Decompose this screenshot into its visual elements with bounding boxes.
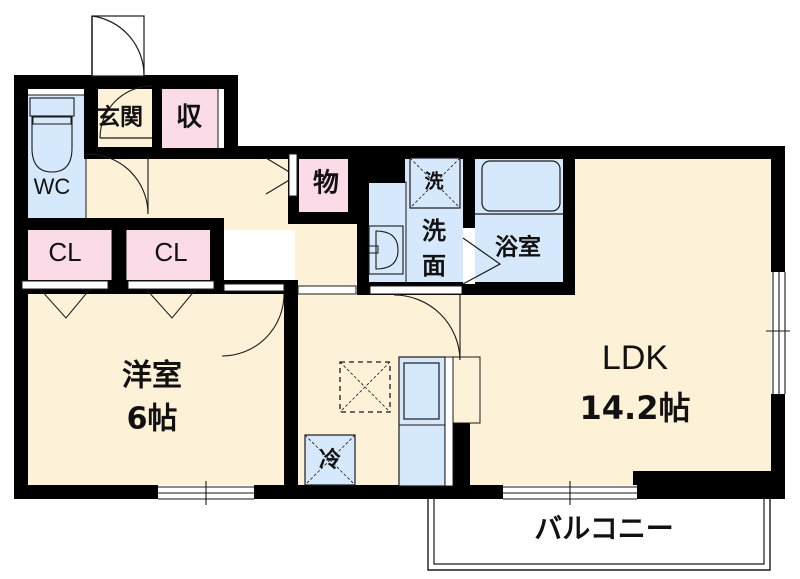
ldk-size-label: 14.2帖 — [580, 389, 691, 427]
wall-top-right — [357, 146, 781, 159]
wall-genkan-step — [84, 147, 156, 159]
closet-1-label: CL — [48, 237, 81, 267]
senmen-label-2: 面 — [422, 252, 446, 280]
balcony-outline — [427, 499, 771, 571]
wall-entry-storage-bottom — [152, 148, 224, 159]
monooki-door-gap — [288, 153, 298, 197]
washroom-door-opening — [369, 285, 463, 295]
kitchen-counter-fixture — [398, 356, 481, 487]
vanity-basin — [375, 230, 399, 270]
genkan-label: 玄関 — [97, 104, 143, 131]
table-box — [339, 361, 391, 413]
monooki-label: 物 — [313, 169, 339, 199]
genkan-hall-door-swing[interactable] — [99, 85, 153, 139]
ldk-label: LDK — [602, 339, 668, 377]
wc-label: WC — [34, 174, 71, 199]
washroom-door-arc — [393, 294, 461, 361]
entrance-door-arc — [91, 15, 145, 77]
closet-2-door-opening — [127, 280, 215, 290]
openings — [21, 15, 790, 505]
hall-door-arc — [87, 153, 149, 215]
wall-bedroom-right — [284, 280, 298, 495]
wall-bath-right — [563, 155, 575, 295]
bath-door-leaf — [462, 237, 502, 285]
entrance-door-swing[interactable] — [91, 15, 145, 77]
toilet-bowl — [31, 115, 73, 173]
refrigerator-slot — [304, 434, 356, 486]
window-right-gap — [771, 272, 785, 394]
bathroom-folding-door[interactable] — [462, 228, 502, 285]
vanity-faucet — [368, 245, 379, 254]
bedroom-floor-fill — [18, 288, 298, 493]
bedroom-door-opening — [223, 283, 285, 292]
storage-door[interactable] — [265, 153, 298, 197]
senmen-label-1: 洗 — [422, 217, 446, 245]
fridge-diagonal-2 — [304, 434, 356, 486]
vanity-sink-fixture — [368, 225, 404, 275]
wall-closet-right — [210, 222, 224, 288]
refrigerator-label: 冷 — [319, 447, 341, 473]
bedroom-door-arc — [221, 293, 285, 357]
balcony-inner-line — [433, 499, 765, 565]
washer-label: 洗 — [424, 170, 443, 193]
closet-2-area — [125, 225, 219, 285]
bathtub-fixture — [474, 160, 563, 215]
bedroom-bottom-window — [158, 481, 254, 505]
hall-floor-fill — [60, 150, 305, 230]
kitchen-counter-edge — [444, 356, 454, 487]
closet-2-door-leaf — [145, 288, 197, 319]
bedroom-size-label: 6帖 — [127, 402, 178, 437]
washroom-door-swing[interactable] — [369, 285, 463, 361]
fixtures — [29, 97, 563, 487]
entry-storage-label: 収 — [176, 103, 203, 133]
wall-wc-right-upper — [84, 89, 98, 147]
wall-bath-bottom — [463, 282, 575, 295]
washer-diagonal-2 — [409, 157, 461, 209]
closet-1-door-leaf — [39, 288, 91, 319]
hall-ldk-door-swing[interactable] — [87, 153, 149, 215]
genkan-door-arc — [99, 85, 153, 139]
wall-closet-divider — [112, 222, 126, 288]
corridor-door-opening — [297, 285, 357, 295]
yokushitsu-label: 浴室 — [495, 234, 541, 261]
ldk-floor-fill-upper — [567, 155, 775, 300]
kitchen-side-panel — [452, 356, 481, 424]
bath-door-gap — [463, 228, 475, 284]
balcony-label: バルコニー — [534, 512, 673, 545]
bedroom-label: 洋室 — [122, 359, 182, 394]
toilet-tank — [29, 97, 75, 117]
table-diagonal-2 — [339, 361, 391, 413]
dining-table-slot — [339, 361, 391, 413]
kitchen-sink-basin — [403, 362, 440, 420]
closet-folding-doors[interactable] — [21, 280, 215, 319]
wall-monooki-bottom — [288, 212, 358, 224]
wall-top-left — [14, 75, 238, 89]
washing-machine-slot — [409, 157, 461, 209]
vanity-counter — [368, 225, 404, 275]
ldk-balcony-window — [503, 481, 637, 505]
wall-washroom-top-block — [369, 155, 405, 183]
room-labels: LDK 14.2帖 洋室 6帖 玄関 収 WC CL CL 物 洗 面 洗 浴室… — [34, 103, 691, 546]
corridor-door-swing[interactable] — [297, 285, 420, 360]
wall-genkan-right — [152, 82, 162, 155]
closet-1-door-opening — [21, 280, 109, 290]
toilet-fixture — [29, 97, 75, 173]
hall-room-door-swing[interactable] — [221, 283, 285, 357]
ldk-floor-fill — [295, 295, 775, 495]
genkan-floor-fill — [88, 80, 154, 154]
balcony-outer-line — [427, 499, 771, 571]
closet-2-label: CL — [154, 237, 187, 267]
wall-bottom-right — [633, 471, 785, 499]
walls — [14, 75, 785, 499]
ldk-right-window — [766, 272, 790, 394]
bathtub-outline — [481, 160, 561, 212]
wall-senmen-left — [357, 159, 369, 285]
toilet-seat-line — [32, 116, 72, 125]
wall-entry-right — [224, 75, 238, 159]
